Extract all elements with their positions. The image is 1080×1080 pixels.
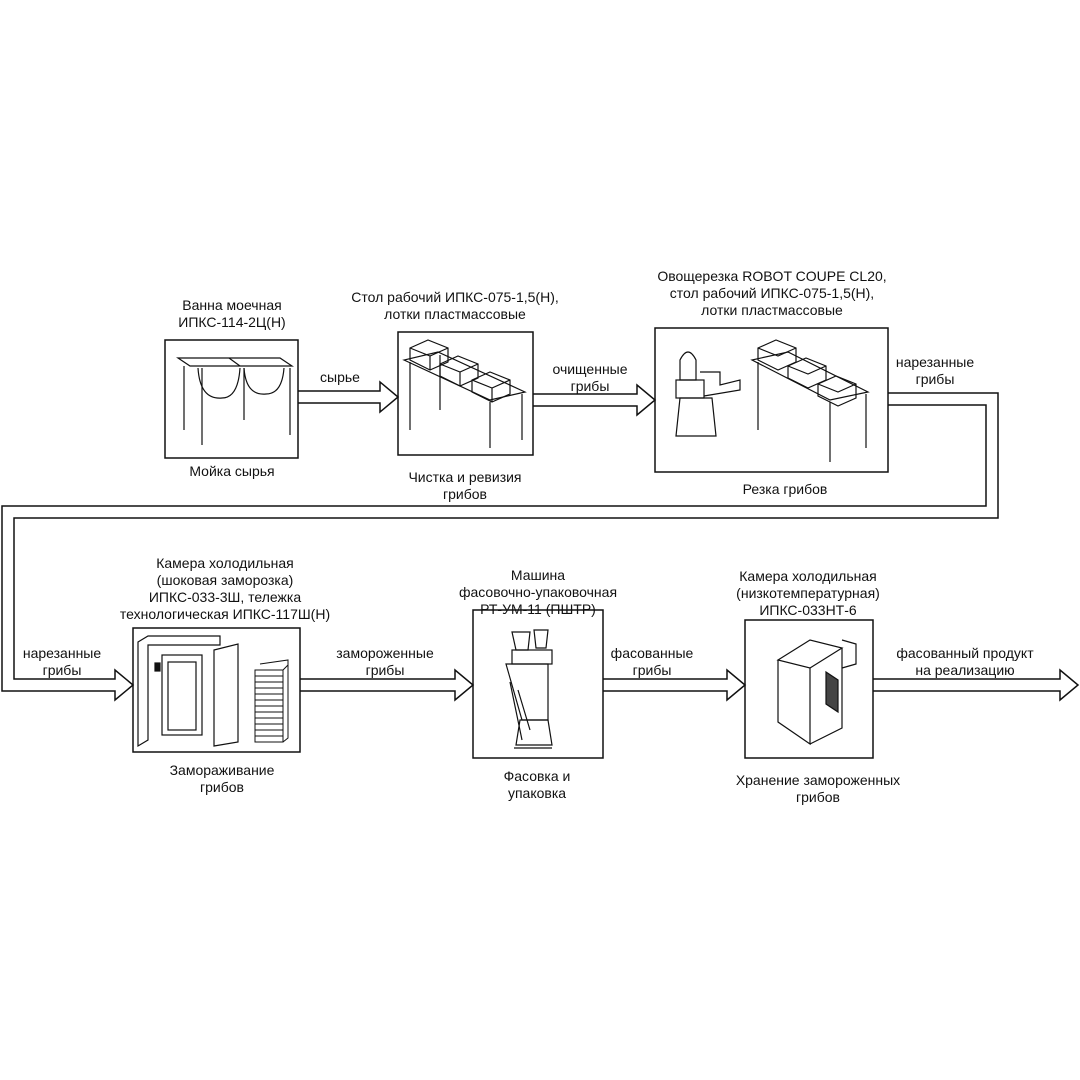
- cutting-table-trays-icon: [750, 339, 870, 462]
- vegetable-slicer-icon: [675, 351, 741, 437]
- flow-line: нарезанные: [22, 645, 102, 661]
- process-line: Резка грибов: [742, 481, 828, 497]
- flow-label-cleaned: очищенные грибы: [552, 361, 627, 395]
- arrow-packed: [603, 668, 747, 702]
- flow-line: грибы: [915, 371, 955, 387]
- washing-tub-icon: [176, 357, 294, 445]
- flow-line: сырье: [320, 369, 360, 385]
- equipment-line: ИПКС-033НТ-6: [759, 602, 857, 618]
- equipment-line: ИПКС-114-2Ц(Н): [178, 314, 286, 330]
- flow-label-raw: сырье: [320, 369, 360, 386]
- equipment-line: Машина: [510, 567, 566, 583]
- equipment-label-storage: Камера холодильная (низкотемпературная) …: [736, 568, 880, 619]
- equipment-box-cleaning: [397, 331, 534, 456]
- process-label-packing: Фасовка и упаковка: [504, 768, 571, 802]
- process-label-freezing: Замораживание грибов: [170, 762, 275, 796]
- equipment-line: Камера холодильная: [156, 555, 294, 571]
- flow-line: на реализацию: [915, 662, 1015, 678]
- arrow-cleaned: [533, 383, 657, 417]
- equipment-line: РТ-УМ-11 (ПШТР): [480, 601, 596, 617]
- process-line: Хранение замороженных: [735, 772, 901, 788]
- process-label-storage: Хранение замороженных грибов: [736, 772, 900, 806]
- flow-line: грибы: [570, 378, 610, 394]
- equipment-label-packing: Машина фасовочно-упаковочная РТ-УМ-11 (П…: [459, 567, 617, 618]
- flow-label-cut-left: нарезанные грибы: [23, 645, 101, 679]
- flow-line: грибы: [632, 662, 672, 678]
- equipment-line: фасовочно-упаковочная: [458, 584, 618, 600]
- equipment-box-cutting: [654, 327, 889, 473]
- cold-storage-chamber-icon: [776, 639, 857, 746]
- process-line: грибов: [796, 789, 840, 805]
- process-line: Мойка сырья: [189, 463, 275, 479]
- process-label-cleaning: Чистка и ревизия грибов: [408, 469, 521, 503]
- flow-label-frozen: замороженные грибы: [336, 645, 434, 679]
- equipment-line: Стол рабочий ИПКС-075-1,5(Н),: [351, 289, 559, 305]
- equipment-box-washing: [164, 339, 299, 459]
- equipment-line: Ванна моечная: [182, 297, 282, 313]
- process-line: грибов: [200, 779, 244, 795]
- equipment-box-storage: [744, 619, 874, 759]
- equipment-line: лотки пластмассовые: [384, 306, 526, 322]
- process-line: Замораживание: [169, 762, 275, 778]
- flow-label-output: фасованный продукт на реализацию: [896, 645, 1033, 679]
- equipment-box-packing: [472, 609, 604, 759]
- flow-label-packed: фасованные грибы: [611, 645, 694, 679]
- flow-line: нарезанные: [895, 354, 975, 370]
- equipment-label-freezing: Камера холодильная (шоковая заморозка) И…: [120, 555, 330, 623]
- process-line: упаковка: [507, 785, 567, 801]
- flow-line: фасованный продукт: [896, 645, 1034, 661]
- rack-trolley-icon: [254, 659, 289, 743]
- equipment-line: Камера холодильная: [739, 568, 877, 584]
- shock-freezer-icon: [137, 635, 239, 748]
- equipment-label-cleaning: Стол рабочий ИПКС-075-1,5(Н), лотки плас…: [351, 289, 559, 323]
- process-line: грибов: [443, 486, 487, 502]
- flow-line: замороженные: [336, 645, 434, 661]
- arrow-raw: [298, 380, 400, 414]
- flow-line: грибы: [42, 662, 82, 678]
- process-line: Чистка и ревизия: [408, 469, 522, 485]
- flow-line: фасованные: [610, 645, 694, 661]
- equipment-line: технологическая ИПКС-117Ш(Н): [119, 606, 331, 622]
- process-label-cutting: Резка грибов: [743, 481, 828, 498]
- flow-line: очищенные: [552, 361, 628, 377]
- equipment-line: Овощерезка ROBOT COUPE CL20,: [657, 268, 887, 284]
- arrow-cut-connector: [1, 392, 999, 702]
- arrow-output: [873, 668, 1080, 702]
- flow-label-cut-top: нарезанные грибы: [896, 354, 974, 388]
- equipment-box-freezing: [132, 627, 301, 753]
- equipment-line: стол рабочий ИПКС-075-1,5(Н),: [669, 285, 875, 301]
- equipment-line: лотки пластмассовые: [701, 302, 843, 318]
- packing-machine-icon: [505, 629, 553, 749]
- process-label-washing: Мойка сырья: [189, 463, 274, 480]
- flow-line: грибы: [365, 662, 405, 678]
- equipment-label-washing: Ванна моечная ИПКС-114-2Ц(Н): [178, 297, 285, 331]
- equipment-line: (шоковая заморозка): [156, 572, 294, 588]
- process-line: Фасовка и: [503, 768, 571, 784]
- arrow-frozen: [300, 668, 475, 702]
- equipment-label-cutting: Овощерезка ROBOT COUPE CL20, стол рабочи…: [657, 268, 886, 319]
- equipment-line: ИПКС-033-3Ш, тележка: [148, 589, 302, 605]
- equipment-line: (низкотемпературная): [736, 585, 880, 601]
- work-table-trays-icon: [402, 339, 527, 448]
